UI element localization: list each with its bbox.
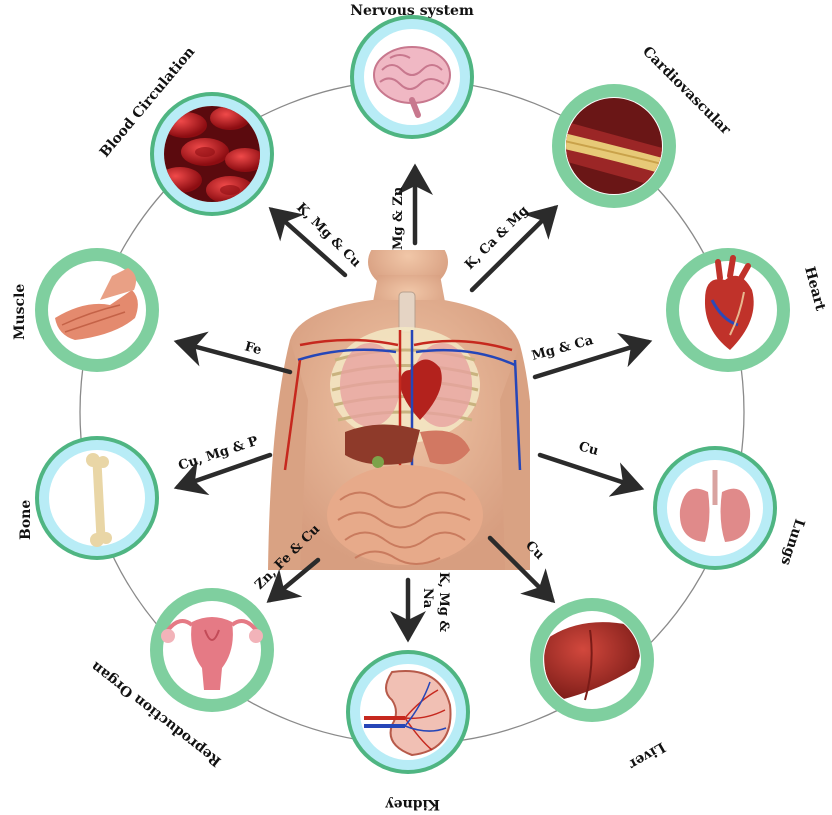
organ-label-nervous: Nervous system [350, 3, 474, 19]
liver-icon [544, 622, 640, 701]
arrow-muscle [173, 331, 293, 375]
lungs-icon [679, 470, 751, 542]
organ-label-kidney: Kidney [385, 796, 440, 812]
organ-node-nervous [350, 15, 474, 139]
mineral-label-kidney-1: K, Mg & [436, 572, 451, 632]
organ-node-cardio [552, 84, 676, 208]
organ-label-lungs: Lungs [777, 517, 807, 568]
arrow-repro [266, 557, 321, 603]
organ-node-blood [150, 92, 274, 216]
bone-icon [86, 453, 112, 547]
mineral-label-muscle: Fe [243, 339, 263, 358]
organ-node-kidney [346, 650, 470, 774]
organ-node-liver [530, 598, 654, 722]
organ-node-repro [150, 588, 274, 712]
red-blood-cells-icon [164, 106, 260, 202]
human-anatomy-icon [268, 250, 530, 570]
arrow-heart [532, 332, 653, 380]
organ-node-bone [35, 436, 159, 560]
kidney-icon [364, 670, 452, 757]
mineral-label-nervous: Mg & Zn [391, 186, 406, 250]
organ-label-bone: Bone [18, 500, 34, 540]
arrow-blood [268, 207, 348, 278]
organ-label-liver: Liver [625, 739, 668, 773]
uterus-icon [161, 617, 263, 690]
organ-label-muscle: Muscle [12, 284, 28, 340]
mineral-label-kidney-2: Na [420, 588, 435, 609]
arrow-bone [173, 452, 273, 496]
organ-node-heart [666, 248, 790, 372]
mineral-label-lungs: Cu [577, 439, 600, 459]
organ-node-lungs [653, 446, 777, 570]
organ-node-muscle [35, 248, 159, 372]
brain-icon [373, 46, 451, 118]
muscle-icon [55, 268, 138, 340]
arrow-group [173, 163, 653, 643]
organ-label-heart: Heart [801, 265, 828, 313]
arrow-cardio [469, 204, 559, 293]
heart-icon [704, 255, 754, 350]
arrow-lungs [537, 452, 645, 497]
arrow-liver [487, 535, 556, 604]
artery-icon [566, 98, 662, 194]
mineral-label-bone: Cu, Mg & P [177, 434, 261, 474]
